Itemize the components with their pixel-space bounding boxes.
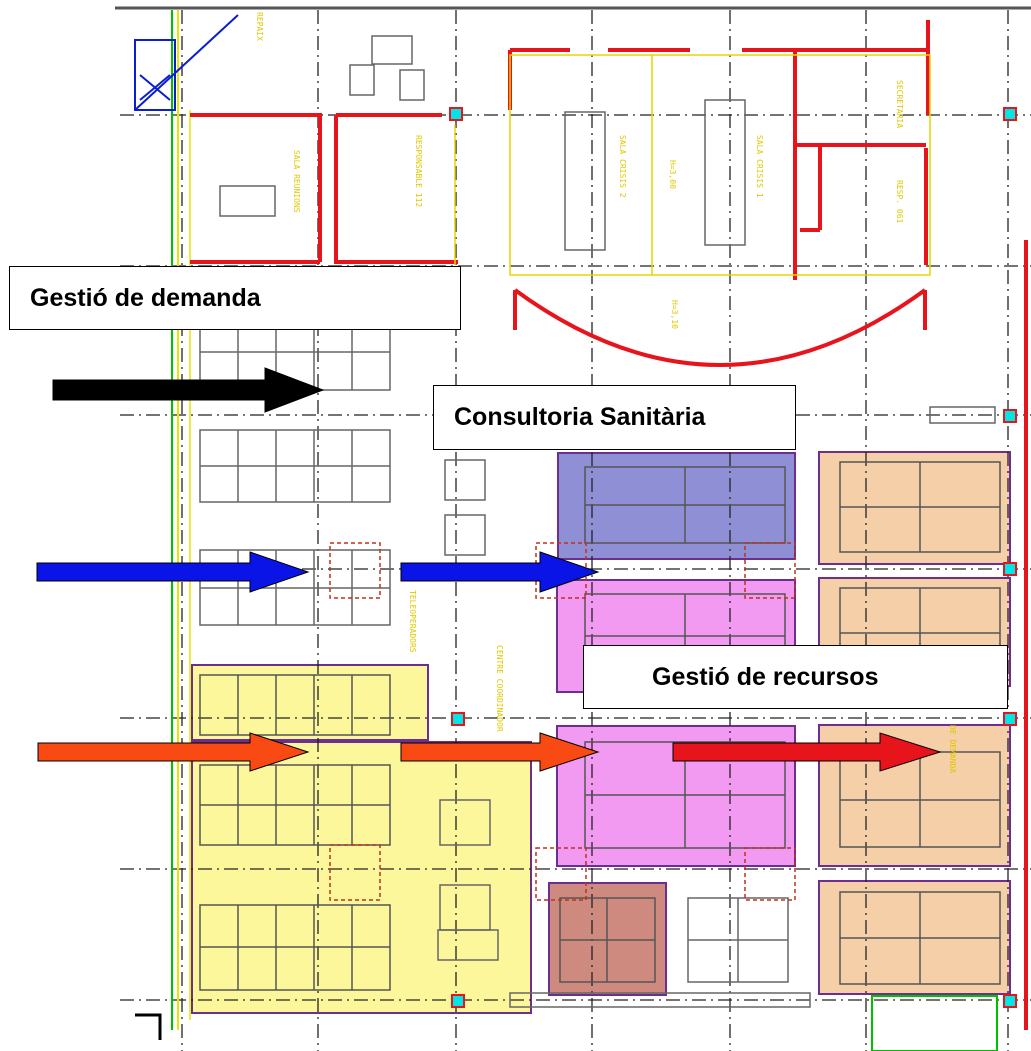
room-outlines: [454, 54, 931, 276]
corner-mark: [135, 1013, 162, 1040]
plan-text-crisis-room-1: SALA CRISIS 1: [755, 135, 764, 198]
arrow-black: [52, 367, 325, 413]
plan-text-height-2: H=3,10: [670, 300, 679, 329]
label-demand-management: Gestió de demanda: [9, 266, 461, 330]
label-health-consultancy: Consultoria Sanitària: [433, 385, 796, 450]
zone-yellow-2: [191, 741, 532, 1014]
plan-text-telephone: TELEOPERADORS: [408, 590, 417, 653]
desk-clusters: [199, 461, 1001, 991]
zone-orange-1: [818, 451, 1011, 565]
label-resources-text: Gestió de recursos: [652, 662, 879, 691]
arrow-orange-2: [400, 732, 600, 772]
plan-text-secretary: SECRETARIA: [895, 80, 904, 128]
cad-text: REPAIX SALA REUNIONS RESPONSABLE 112 SAL…: [255, 12, 957, 773]
label-demand-text: Gestió de demanda: [30, 283, 261, 312]
label-resource-management: Gestió de recursos: [583, 645, 1008, 709]
plan-text-coordination-centre: CENTRE COORDINADOR: [495, 645, 504, 732]
zone-yellow-1: [191, 664, 429, 741]
arrow-blue-2: [400, 551, 600, 593]
arrow-red: [672, 732, 942, 772]
furniture: [199, 35, 996, 1008]
plan-text-crisis-room-2: SALA CRISIS 2: [618, 135, 627, 198]
green-box: [871, 995, 998, 1051]
plan-text-responsible: RESPONSABLE 112: [414, 135, 423, 207]
plan-text-demand-short: DE DEMANDA: [948, 725, 957, 773]
label-consultancy-text: Consultoria Sanitària: [454, 403, 706, 431]
arrow-blue-1: [36, 551, 310, 593]
arrow-orange-1: [37, 732, 310, 772]
zone-purple: [557, 452, 796, 560]
left-facade: [171, 10, 191, 1030]
arrows: [36, 367, 942, 772]
plan-text-meeting-room: SALA REUNIONS: [292, 150, 301, 213]
dashed-boxes: [329, 542, 796, 901]
plan-text-resp-061: RESP. 061: [895, 180, 904, 224]
stair-feature: [134, 14, 239, 111]
plan-text-repair: REPAIX: [255, 12, 264, 41]
column-markers: [449, 107, 1017, 1008]
plan-text-height-1: H=3,00: [668, 160, 677, 189]
